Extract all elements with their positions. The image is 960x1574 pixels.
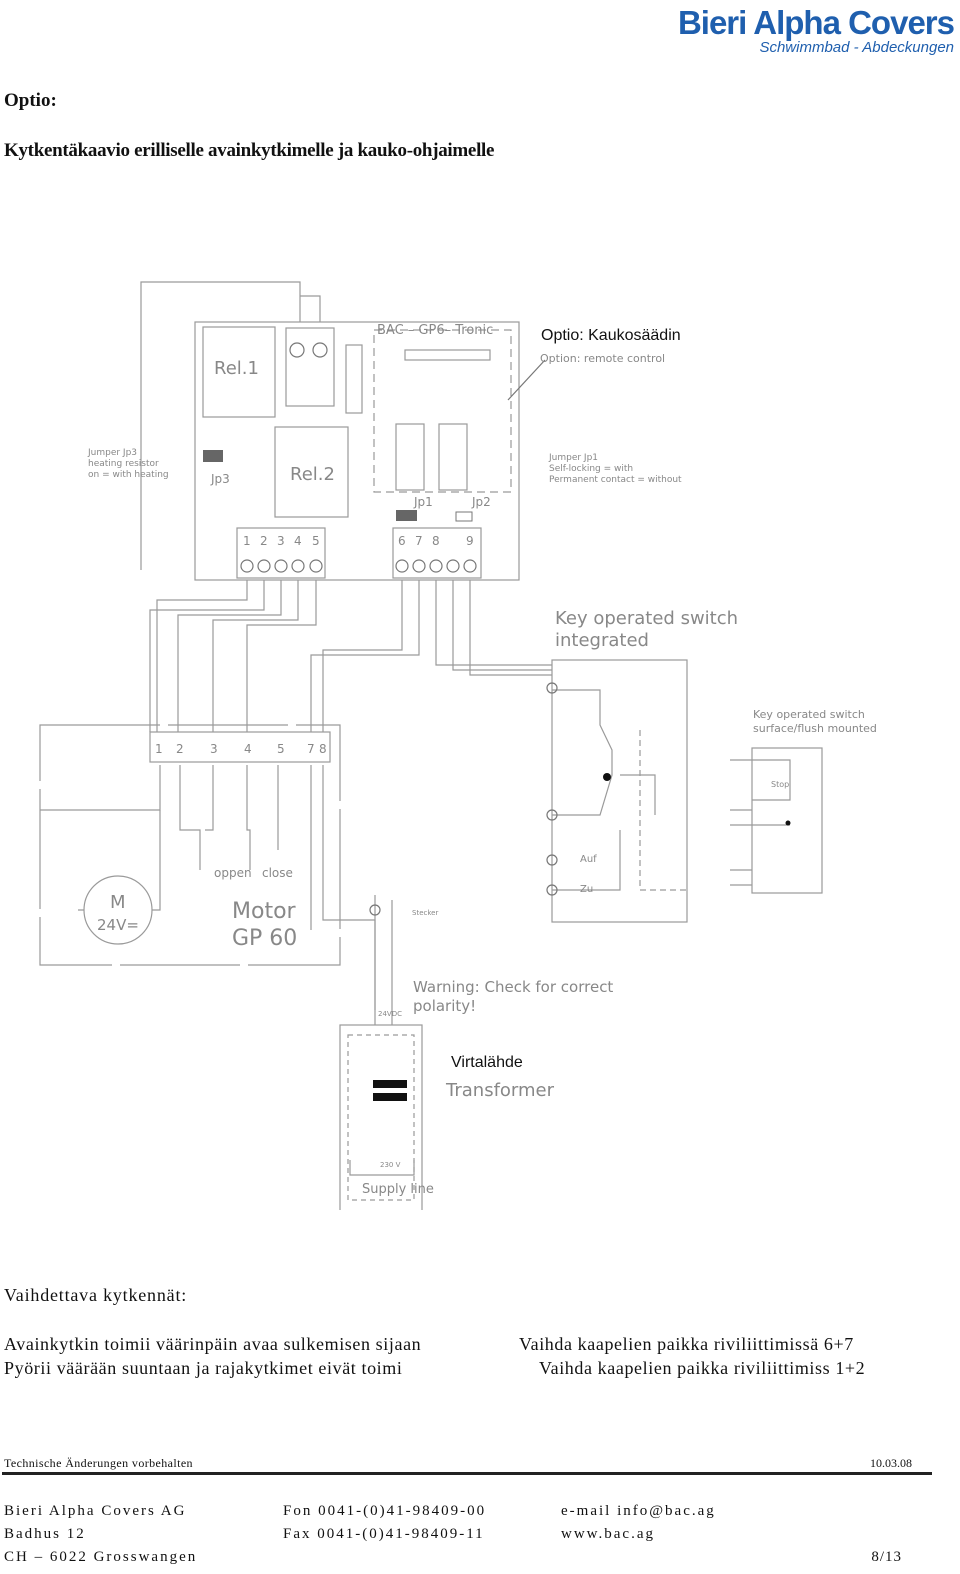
transformer-label: Transformer xyxy=(445,1080,555,1101)
terminal-block-left xyxy=(236,527,326,579)
voltage-230-label: 230 V xyxy=(380,1161,401,1169)
motor-terminal-2: 2 xyxy=(176,742,184,756)
open-label: oppen xyxy=(214,866,252,880)
footnote: Technische Änderungen vorbehalten xyxy=(4,1456,193,1470)
motor-label-2: GP 60 xyxy=(232,926,297,951)
logo-tagline: Schwimmbad - Abdeckungen xyxy=(759,39,954,56)
footer-email: e-mail info@bac.ag xyxy=(561,1503,716,1519)
jumper-jp1-note-1: Jumper Jp1 xyxy=(548,453,598,463)
key-switch-integrated-2: integrated xyxy=(555,630,649,651)
power-supply xyxy=(339,1024,423,1210)
footer-phone: Fon 0041-(0)41-98409-00 xyxy=(283,1503,487,1519)
jumper-jp3 xyxy=(203,450,223,462)
voltage-24-label: 24VDC xyxy=(378,1010,402,1018)
warning-label-2: polarity! xyxy=(413,997,476,1015)
terminal-label-7: 7 xyxy=(415,534,423,548)
zu-label: Zu xyxy=(580,884,593,895)
jp1-label: Jp1 xyxy=(413,495,433,509)
motor-terminal-4: 4 xyxy=(244,742,252,756)
motor-terminals xyxy=(149,731,331,763)
fix-2-problem: Pyörii väärään suuntaan ja rajakytkimet … xyxy=(4,1358,403,1378)
plug-label: Stecker xyxy=(412,909,438,917)
footer-divider xyxy=(2,1472,932,1475)
surface-key-switch xyxy=(751,747,823,894)
motor-terminal-3: 3 xyxy=(210,742,218,756)
remote-module xyxy=(373,329,512,493)
relay-2 xyxy=(274,426,349,518)
jumper-jp3-note-3: on = with heating xyxy=(88,470,169,480)
relay-2-label: Rel.2 xyxy=(290,464,335,485)
footer-street: Badhus 12 xyxy=(4,1526,86,1542)
logo-brand: Bieri Alpha Covers xyxy=(677,4,955,41)
jp3-label: Jp3 xyxy=(210,472,230,486)
motor-terminal-8: 8 xyxy=(319,742,327,756)
jumper-jp1-note-2: Self-locking = with xyxy=(549,464,633,474)
terminal-label-9: 9 xyxy=(466,534,474,548)
terminal-block-right xyxy=(392,527,482,579)
warning-label-1: Warning: Check for correct xyxy=(413,978,613,996)
key-switch-integrated-1: Key operated switch xyxy=(555,608,738,629)
jumper-jp3-note-2: heating resistor xyxy=(88,459,159,469)
motor-voltage-label: 24V= xyxy=(97,916,139,934)
terminal-label-5: 5 xyxy=(312,534,320,548)
footer-company: Bieri Alpha Covers AG xyxy=(4,1503,187,1519)
key-switch-surface-1: Key operated switch xyxy=(753,708,865,721)
jumper-jp2 xyxy=(455,511,473,522)
footer-web: www.bac.ag xyxy=(561,1526,655,1542)
power-supply-label: Virtalähde xyxy=(451,1054,523,1071)
motor-terminal-7: 7 xyxy=(307,742,315,756)
supply-line-label: Supply line xyxy=(362,1182,434,1197)
motor-label-1: Motor xyxy=(232,899,297,924)
section-title: Vaihdettava kytkennät: xyxy=(4,1285,188,1305)
close-label: close xyxy=(262,866,293,880)
footer-fax: Fax 0041-(0)41-98409-11 xyxy=(283,1526,485,1542)
jumper-jp1-note-3: Permanent contact = without xyxy=(549,475,682,485)
motor-terminal-5: 5 xyxy=(277,742,285,756)
terminal-label-3: 3 xyxy=(277,534,285,548)
company-logo: Bieri Alpha Covers Schwimmbad - Abdeckun… xyxy=(677,4,955,56)
integrated-key-switch xyxy=(551,659,688,923)
relay-1-label: Rel.1 xyxy=(214,358,259,379)
fix-1-solution: Vaihda kaapelien paikka riviliittimissä … xyxy=(519,1334,854,1354)
terminal-label-6: 6 xyxy=(398,534,406,548)
fix-1-problem: Avainkytkin toimii väärinpäin avaa sulke… xyxy=(4,1334,422,1354)
board-title: BAC – GP6– Tronic xyxy=(377,323,493,338)
jumper-jp1 xyxy=(396,510,417,521)
remote-control-label: Optio: Kaukosäädin xyxy=(541,327,681,344)
page-title: Optio: xyxy=(4,90,57,111)
footer-city: CH – 6022 Grosswangen xyxy=(4,1549,198,1565)
fix-2-solution: Vaihda kaapelien paikka riviliittimiss 1… xyxy=(539,1358,866,1378)
relay-1 xyxy=(202,326,276,418)
remote-control-label-en: Option: remote control xyxy=(540,352,665,365)
jumper-jp3-note-1: Jumper Jp3 xyxy=(87,448,137,458)
terminal-label-1: 1 xyxy=(243,534,251,548)
auf-label: Auf xyxy=(580,854,597,865)
motor-terminal-1: 1 xyxy=(155,742,163,756)
stop-label: Stop xyxy=(771,780,789,789)
page-number: 8/13 xyxy=(871,1549,902,1565)
motor-m-label: M xyxy=(110,892,126,913)
footnote-date: 10.03.08 xyxy=(870,1456,912,1470)
wiring-diagram: Rel.1 Rel.2 BAC – GP6– Tronic Option: re… xyxy=(39,281,877,1210)
terminal-label-2: 2 xyxy=(260,534,268,548)
page-subtitle: Kytkentäkaavio erilliselle avainkytkimel… xyxy=(4,140,495,161)
terminal-label-4: 4 xyxy=(294,534,302,548)
jp2-label: Jp2 xyxy=(471,495,491,509)
control-board xyxy=(194,321,520,581)
terminal-label-8: 8 xyxy=(432,534,440,548)
key-switch-surface-2: surface/flush mounted xyxy=(753,722,877,735)
